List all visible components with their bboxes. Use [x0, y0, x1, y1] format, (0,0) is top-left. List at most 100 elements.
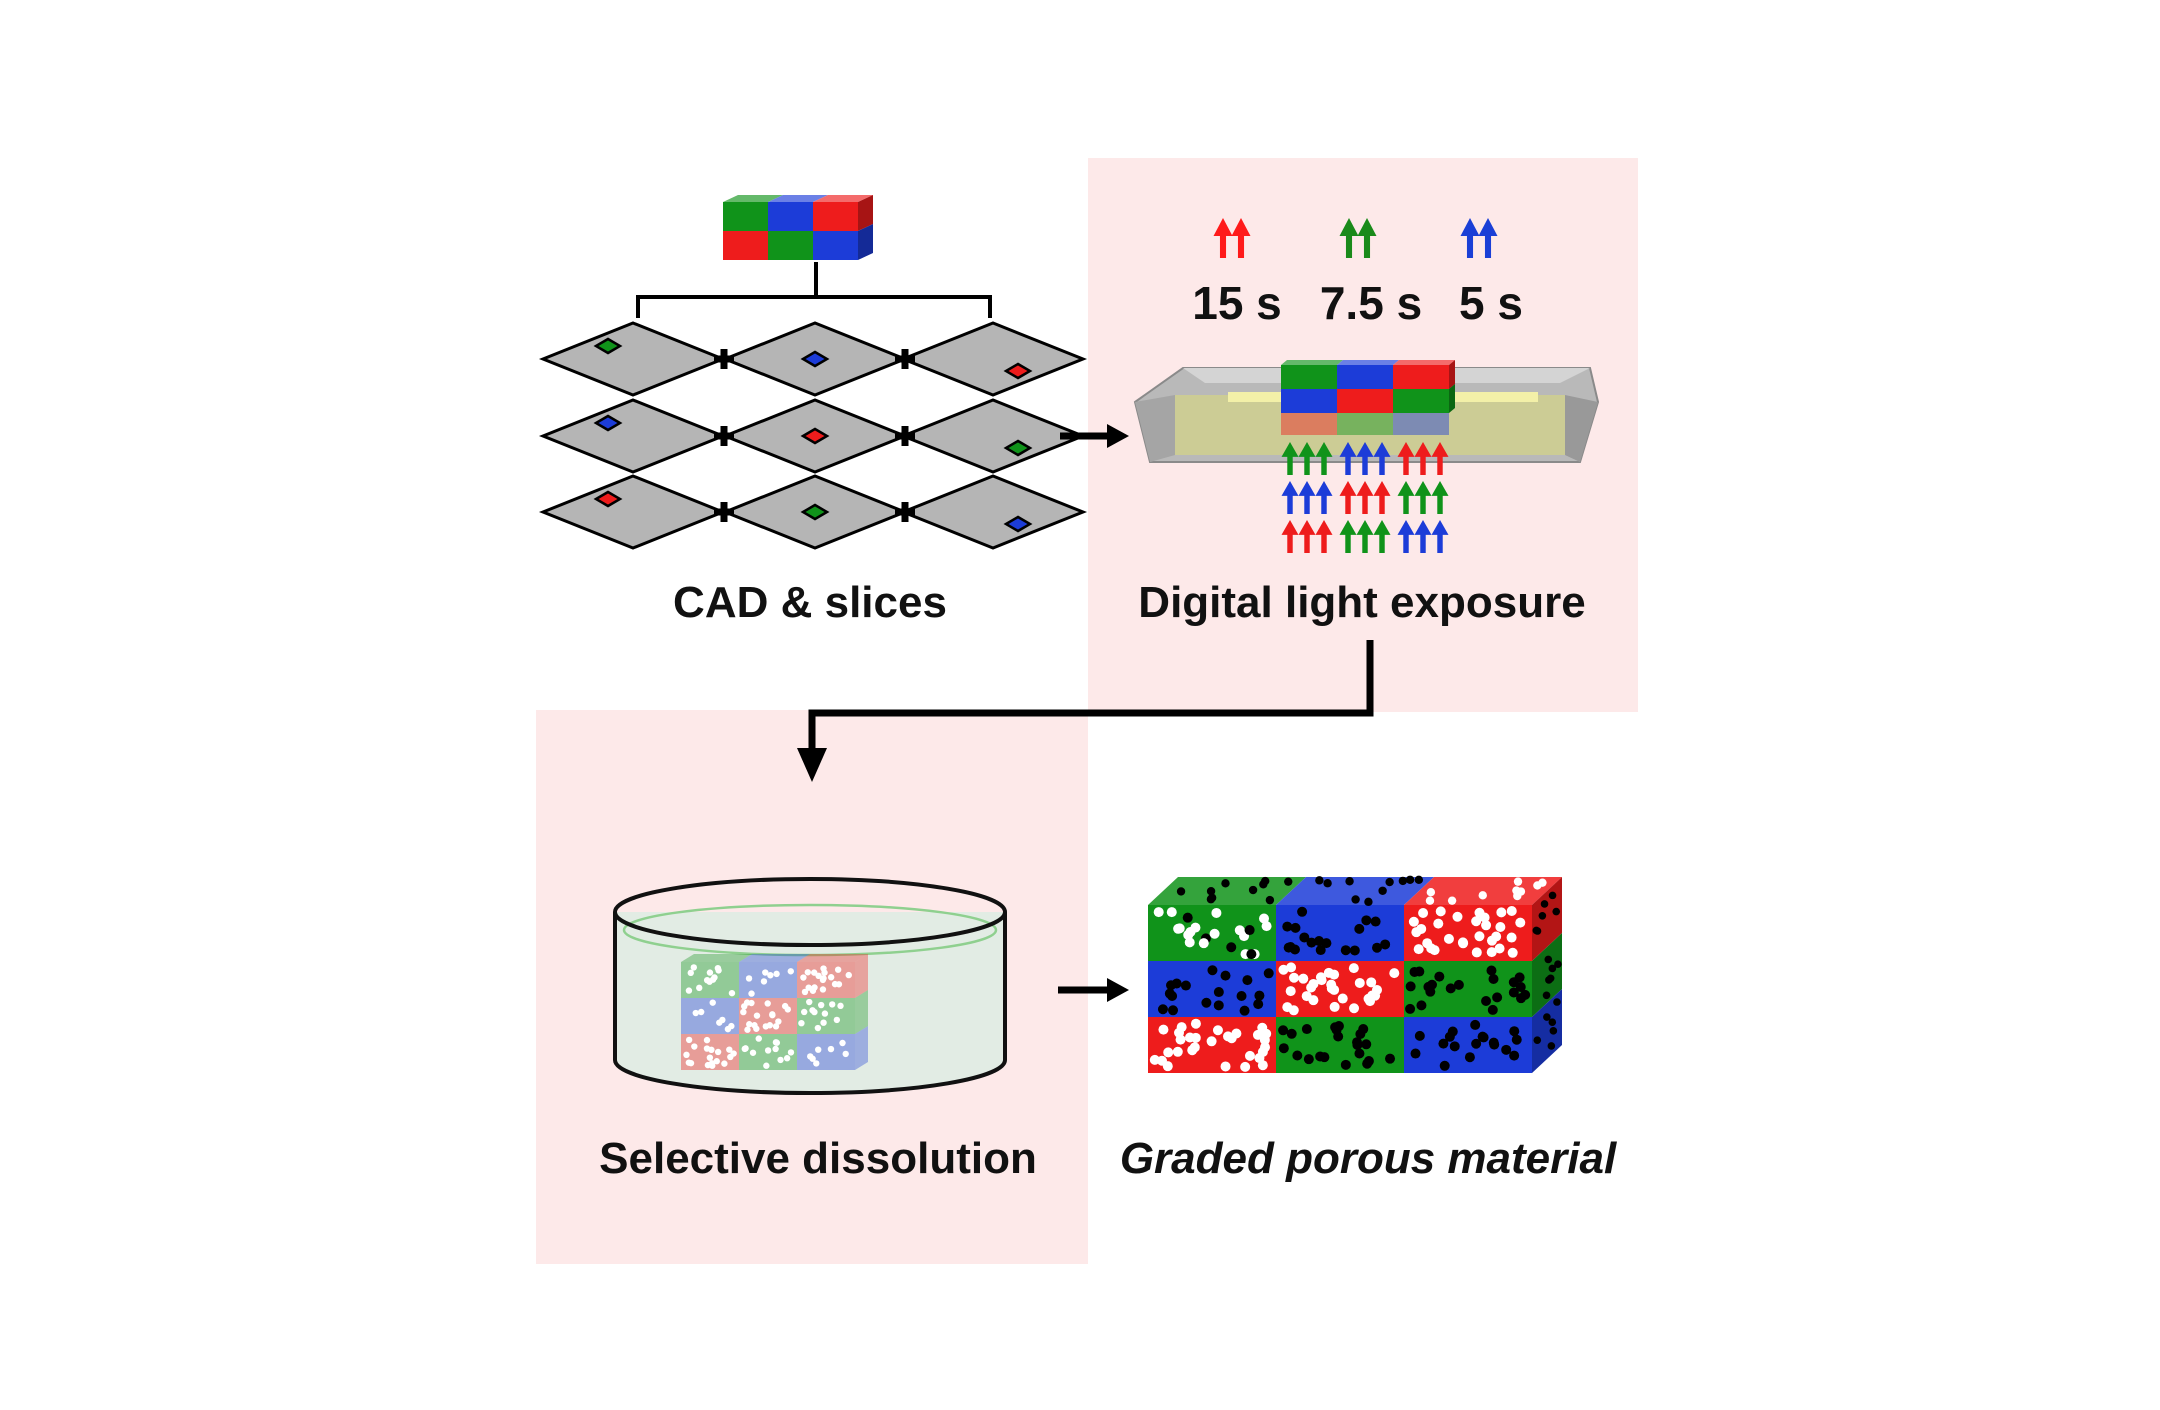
- pore: [1486, 947, 1497, 958]
- brick-cell: [1281, 389, 1337, 413]
- light-arrow-icon: [1298, 481, 1316, 514]
- diamond-slice-icon: [720, 321, 910, 397]
- pore: [730, 1050, 737, 1057]
- pore: [1158, 1024, 1169, 1035]
- pore: [1349, 945, 1360, 956]
- pore: [697, 1008, 705, 1016]
- pore: [1513, 877, 1523, 886]
- light-arrow-icon: [1281, 520, 1299, 553]
- pore: [772, 1023, 780, 1030]
- pore: [1176, 1022, 1187, 1033]
- dish-liquid-line: [622, 903, 998, 957]
- pore: [831, 980, 839, 988]
- pore: [820, 965, 827, 972]
- submerged-cell: [1281, 413, 1337, 435]
- light-arrow-icon: [1373, 442, 1391, 475]
- light-arrow-icon: [1298, 442, 1316, 475]
- pore: [1259, 913, 1270, 924]
- light-arrow-icon: [1431, 481, 1449, 514]
- pore: [1337, 993, 1348, 1004]
- pore: [1303, 1054, 1314, 1065]
- pore: [787, 1049, 795, 1056]
- light-arrow-icon: [1356, 520, 1374, 553]
- pore: [1389, 968, 1400, 979]
- pore: [1246, 949, 1257, 960]
- exposure-time-red: 15 s: [1192, 277, 1282, 329]
- pore: [1410, 1048, 1421, 1059]
- pore: [1554, 960, 1562, 968]
- diamond-slice-icon: [898, 321, 1088, 397]
- brick-top-face: [1281, 360, 1343, 365]
- pore: [811, 1008, 818, 1016]
- light-arrow-icon: [1397, 520, 1415, 553]
- light-arrow-icon: [1339, 520, 1357, 553]
- pore: [1447, 896, 1457, 905]
- pore: [1474, 907, 1485, 918]
- pore: [1244, 1050, 1255, 1061]
- dissolving-brick: [681, 954, 868, 1070]
- pore: [1308, 995, 1319, 1006]
- pore: [1212, 1025, 1223, 1036]
- light-arrow-icon: [1213, 218, 1233, 258]
- pore: [1533, 1036, 1542, 1044]
- pore: [1163, 1047, 1174, 1058]
- pore: [1290, 922, 1301, 933]
- pore: [806, 998, 813, 1006]
- pore: [773, 970, 780, 978]
- pore: [813, 1060, 820, 1067]
- pore: [715, 967, 722, 974]
- pore: [773, 1039, 781, 1046]
- flow-arrow-shaft: [808, 640, 1374, 752]
- pore: [764, 1047, 772, 1054]
- pore: [1315, 876, 1324, 885]
- pore: [749, 1049, 757, 1056]
- submerged-brick-rows: [1281, 413, 1449, 435]
- light-arrow-icon: [1414, 481, 1432, 514]
- pore: [703, 1036, 711, 1044]
- brick-cell: [813, 202, 858, 231]
- pore: [1263, 968, 1274, 979]
- pore: [827, 1045, 835, 1053]
- pore: [741, 1045, 748, 1053]
- pore: [1474, 931, 1485, 942]
- pore: [1372, 942, 1383, 953]
- pore: [1166, 907, 1177, 918]
- pore: [1444, 1031, 1455, 1042]
- pore: [1413, 944, 1424, 955]
- brick-top-face: [723, 195, 783, 202]
- pore: [1253, 999, 1264, 1010]
- pore: [1471, 947, 1482, 958]
- pore: [1329, 969, 1340, 980]
- pore: [703, 976, 711, 984]
- pore: [817, 1001, 825, 1009]
- resin-vat-icon: [1133, 367, 1600, 463]
- plus-icon: [895, 349, 915, 369]
- pore: [709, 976, 717, 983]
- slice-pixel-blue: [593, 414, 623, 432]
- pore: [709, 999, 716, 1006]
- slice-pixel-red: [593, 490, 623, 508]
- light-arrow-icon: [1431, 520, 1449, 553]
- light-arrow-icon: [1431, 442, 1449, 475]
- diamond-slice-icon: [538, 398, 728, 474]
- pore: [1340, 945, 1351, 956]
- pore: [1284, 877, 1293, 886]
- slice-pixel-green: [1003, 439, 1033, 457]
- pore: [1425, 896, 1435, 905]
- pore: [1182, 912, 1193, 923]
- pore: [1157, 1004, 1168, 1015]
- pore: [814, 1024, 822, 1032]
- pore: [746, 1021, 753, 1028]
- brick-cell: [723, 231, 768, 260]
- pore: [1514, 972, 1525, 983]
- pore: [1209, 928, 1220, 939]
- pore: [760, 978, 768, 985]
- pore: [1315, 972, 1326, 983]
- digital-light-exposure-label: Digital light exposure: [1138, 578, 1586, 627]
- pore: [820, 975, 827, 982]
- pore: [721, 1060, 728, 1067]
- pore: [755, 1035, 762, 1042]
- pore: [827, 974, 835, 981]
- pore: [1184, 937, 1195, 948]
- pore: [1488, 1037, 1499, 1048]
